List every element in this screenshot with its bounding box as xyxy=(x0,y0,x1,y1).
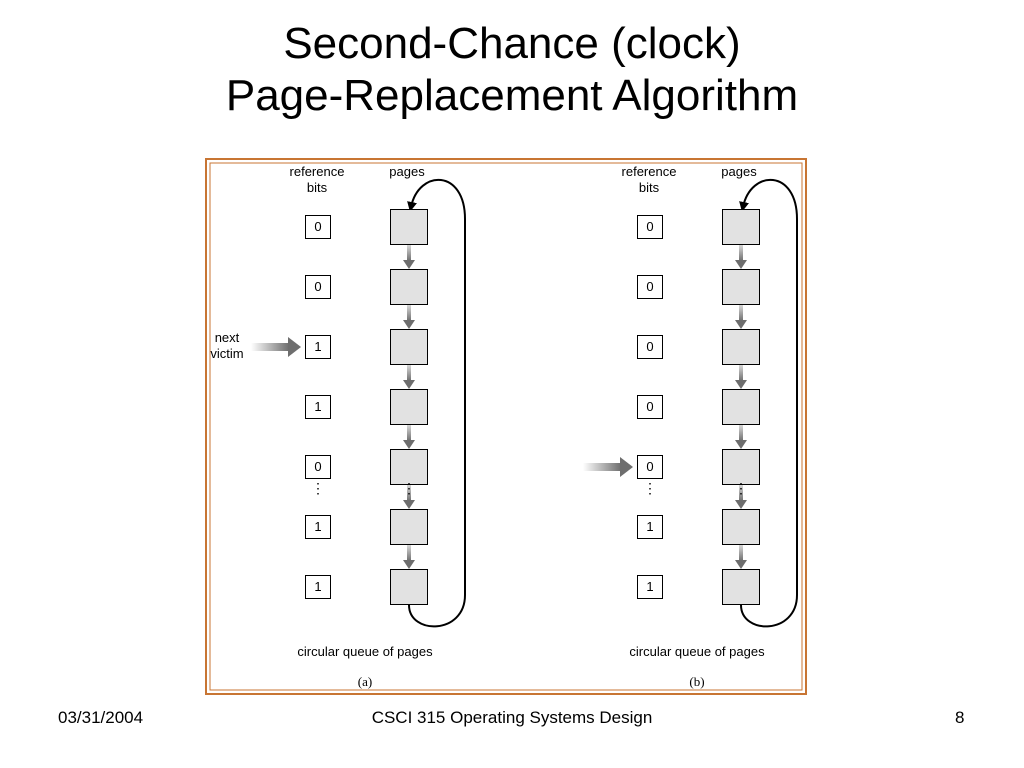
circular-queue-label: circular queue of pages xyxy=(297,644,433,659)
figure-frame-outer xyxy=(205,158,807,695)
down-arrow-shaft xyxy=(407,545,411,561)
down-arrow-head xyxy=(403,560,415,569)
circular-queue-loop-arrow xyxy=(407,179,466,628)
down-arrow-shaft xyxy=(739,545,743,561)
page-frame xyxy=(390,389,428,425)
footer-course: CSCI 315 Operating Systems Design xyxy=(371,708,653,727)
down-arrow-head xyxy=(735,260,747,269)
victim-pointer-shaft xyxy=(583,463,621,471)
footer-page-number: 8 xyxy=(955,708,965,727)
page-frame xyxy=(722,269,760,305)
down-arrow-head xyxy=(735,560,747,569)
ellipsis: ⋮ xyxy=(402,480,416,496)
reference-bit: 1 xyxy=(305,515,331,539)
down-arrow-shaft xyxy=(407,485,411,501)
down-arrow-shaft xyxy=(407,425,411,441)
down-arrow-shaft xyxy=(739,485,743,501)
down-arrow-head xyxy=(403,320,415,329)
page-frame xyxy=(722,389,760,425)
down-arrow-shaft xyxy=(407,365,411,381)
down-arrow-head xyxy=(403,440,415,449)
down-arrow-head xyxy=(403,380,415,389)
page-frame xyxy=(390,209,428,245)
victim-pointer-shaft xyxy=(251,343,289,351)
page-frame xyxy=(722,509,760,545)
page-frame xyxy=(390,569,428,605)
down-arrow-shaft xyxy=(739,305,743,321)
panel-caption: (a) xyxy=(357,674,373,689)
panel-caption: (b) xyxy=(689,674,705,689)
footer-date: 03/31/2004 xyxy=(58,708,144,727)
figure-graphics xyxy=(205,158,807,695)
victim-pointer-head xyxy=(620,457,633,477)
page-frame xyxy=(722,569,760,605)
down-arrow-shaft xyxy=(407,245,411,261)
page-frame xyxy=(722,209,760,245)
down-arrow-head xyxy=(735,320,747,329)
down-arrow-shaft xyxy=(739,245,743,261)
figure-frame-inner xyxy=(209,162,803,691)
page-frame xyxy=(722,329,760,365)
page-frame xyxy=(722,449,760,485)
down-arrow-head xyxy=(735,380,747,389)
reference-bit: 1 xyxy=(305,395,331,419)
page-frame xyxy=(390,449,428,485)
slide-title-line-1: Second-Chance (clock) xyxy=(283,19,741,68)
page-frame xyxy=(390,329,428,365)
ellipsis: ⋮ xyxy=(311,480,325,496)
down-arrow-shaft xyxy=(739,365,743,381)
victim-pointer-head xyxy=(288,337,301,357)
reference-bit: 0 xyxy=(637,455,663,479)
pages-header: pages xyxy=(389,164,425,179)
reference-bit: 0 xyxy=(637,215,663,239)
down-arrow-head xyxy=(735,440,747,449)
pages-header: pages xyxy=(721,164,757,179)
reference-bit: 0 xyxy=(637,335,663,359)
reference-bit: 0 xyxy=(305,455,331,479)
reference-bit: 1 xyxy=(305,335,331,359)
down-arrow-head xyxy=(735,500,747,509)
slide-title-line-2: Page-Replacement Algorithm xyxy=(225,71,799,120)
down-arrow-shaft xyxy=(739,425,743,441)
down-arrow-head xyxy=(403,260,415,269)
reference-bit: 0 xyxy=(305,275,331,299)
circular-queue-loop-arrow xyxy=(739,179,798,628)
reference-bit: 0 xyxy=(637,275,663,299)
reference-bit: 1 xyxy=(637,515,663,539)
ellipsis: ⋮ xyxy=(734,480,748,496)
down-arrow-head xyxy=(403,500,415,509)
reference-bit: 0 xyxy=(637,395,663,419)
down-arrow-shaft xyxy=(407,305,411,321)
ellipsis: ⋮ xyxy=(643,480,657,496)
reference-bit: 0 xyxy=(305,215,331,239)
page-frame xyxy=(390,269,428,305)
slide-title: Second-Chance (clock) Page-Replacement A… xyxy=(0,18,1024,122)
circular-queue-label: circular queue of pages xyxy=(629,644,765,659)
reference-bit: 1 xyxy=(637,575,663,599)
reference-bit: 1 xyxy=(305,575,331,599)
page-frame xyxy=(390,509,428,545)
